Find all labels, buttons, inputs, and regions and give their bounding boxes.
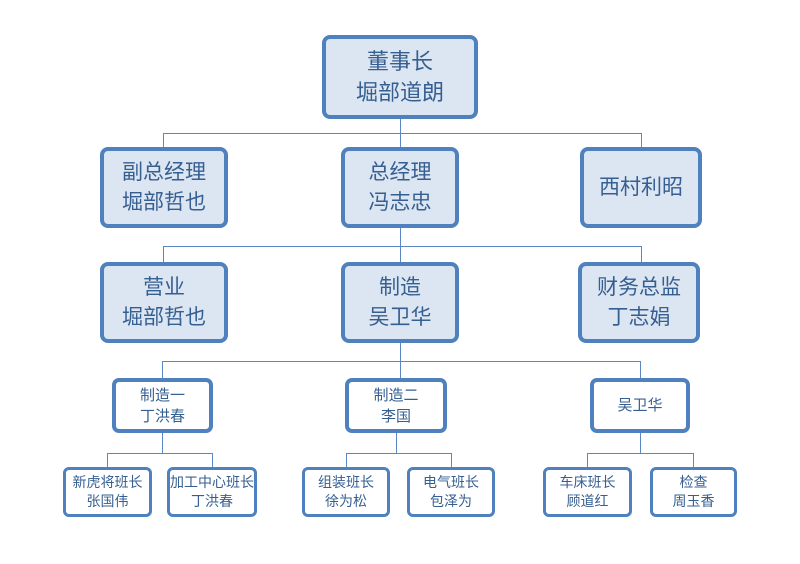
node-title: 组装班长 — [318, 474, 374, 490]
node-title: 加工中心班长 — [170, 474, 254, 490]
node-name: 张国伟 — [86, 493, 129, 509]
node-title: 检查 — [679, 474, 708, 490]
node-name: 包泽为 — [430, 493, 472, 509]
connector-line — [107, 453, 108, 467]
node-title: 董事长 — [366, 49, 433, 74]
connector-line — [396, 433, 397, 453]
node-name: 徐为松 — [325, 493, 367, 509]
connector-line — [162, 433, 163, 453]
connector-line — [640, 433, 641, 453]
org-node-electrical[interactable]: 电气班长 包泽为 — [407, 467, 495, 517]
connector-line — [587, 453, 693, 454]
node-title: 电气班长 — [423, 474, 479, 490]
org-node-gm[interactable]: 总经理 冯志忠 — [341, 147, 459, 228]
connector-line — [163, 246, 641, 247]
org-node-xinhujiang[interactable]: 新虎将班长 张国伟 — [63, 467, 152, 517]
connector-line — [163, 246, 164, 262]
connector-line — [587, 453, 588, 467]
node-name: 丁洪春 — [139, 407, 185, 425]
connector-line — [400, 343, 401, 378]
node-name: 堀部哲也 — [122, 190, 206, 214]
org-node-mfg1[interactable]: 制造一 丁洪春 — [112, 378, 213, 433]
org-node-finance[interactable]: 财务总监 丁志娟 — [578, 262, 700, 343]
org-node-inspection[interactable]: 检查 周玉香 — [650, 467, 737, 517]
connector-line — [162, 361, 163, 378]
org-node-manufacturing[interactable]: 制造 吴卫华 — [341, 262, 459, 343]
org-node-chairman[interactable]: 董事长 堀部道朗 — [322, 35, 478, 119]
node-title: 制造 — [379, 275, 421, 299]
org-node-machining-center[interactable]: 加工中心班长 丁洪春 — [167, 467, 257, 517]
node-title: 车床班长 — [559, 474, 616, 490]
connector-line — [451, 453, 452, 467]
node-name: 冯志忠 — [368, 190, 432, 214]
node-title: 副总经理 — [122, 160, 206, 184]
connector-line — [163, 133, 641, 134]
connector-line — [640, 361, 641, 378]
connector-line — [163, 133, 164, 147]
org-node-mfg2[interactable]: 制造二 李国 — [345, 378, 447, 433]
node-title: 营业 — [143, 275, 185, 299]
connector-line — [693, 453, 694, 467]
node-title: 财务总监 — [597, 275, 681, 299]
node-name: 丁洪春 — [191, 493, 233, 509]
connector-line — [641, 246, 642, 262]
org-node-lathe[interactable]: 车床班长 顾道红 — [543, 467, 632, 517]
org-node-assembly[interactable]: 组装班长 徐为松 — [302, 467, 390, 517]
org-node-wu-weihua[interactable]: 吴卫华 — [590, 378, 690, 433]
org-node-deputy-gm[interactable]: 副总经理 堀部哲也 — [100, 147, 228, 228]
node-name: 顾道红 — [566, 493, 609, 509]
node-name: 丁志娟 — [607, 305, 671, 329]
node-title: 制造一 — [139, 386, 185, 404]
connector-line — [346, 453, 347, 467]
node-title: 新虎将班长 — [72, 474, 143, 490]
node-title: 总经理 — [368, 160, 432, 184]
node-title: 吴卫华 — [617, 397, 663, 414]
connector-line — [346, 453, 451, 454]
connector-line — [641, 133, 642, 147]
node-name: 堀部道朗 — [355, 80, 444, 105]
connector-line — [162, 361, 640, 362]
node-title: 制造二 — [373, 386, 419, 404]
connector-line — [400, 228, 401, 262]
node-name: 李国 — [380, 407, 411, 425]
connector-line — [212, 453, 213, 467]
org-node-nishimura[interactable]: 西村利昭 — [580, 147, 702, 228]
connector-line — [400, 118, 401, 147]
node-name: 吴卫华 — [368, 305, 432, 329]
node-title: 西村利昭 — [599, 175, 683, 199]
node-name: 周玉香 — [672, 493, 715, 509]
connector-line — [107, 453, 212, 454]
org-node-sales[interactable]: 营业 堀部哲也 — [100, 262, 228, 343]
node-name: 堀部哲也 — [122, 305, 206, 329]
